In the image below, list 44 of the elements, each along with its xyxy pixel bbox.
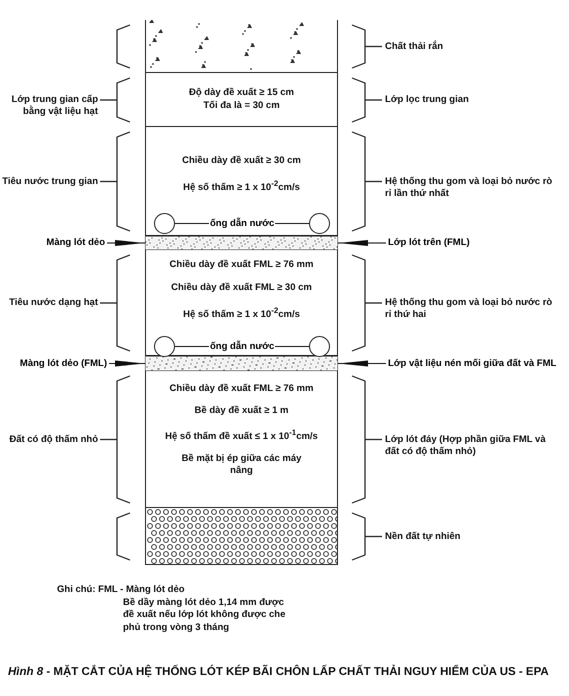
layer-label: Chất thải rắn xyxy=(385,40,444,53)
layer-text: Chiều dày đề xuất ≥ 30 cm xyxy=(182,155,301,166)
layer-label: Lớp trung gian cấp bằng vật liệu hạt xyxy=(10,94,98,119)
soil-layer xyxy=(145,508,338,565)
layer-label: Màng lót dẻo (FML) xyxy=(5,358,107,370)
layer-text: Chiều dày đề xuất FML ≥ 76 mm xyxy=(170,383,314,394)
pointer-arrow xyxy=(338,240,386,246)
layer-text: Bề dày đề xuất ≥ 1 m xyxy=(194,405,288,417)
layer-text: Độ dày đề xuất ≥ 15 cm xyxy=(188,87,294,98)
note-text: Bề dầy màng lót dẻo 1,14 mm được đề xuất nếu lớp lót không được che phủ trong vòng 3 tháng xyxy=(123,597,286,634)
layer-text: Chiều dày đề xuất FML ≥ 76 mm xyxy=(170,259,314,270)
liner-band xyxy=(145,236,338,250)
layer-label: Đất có độ thấm nhỏ xyxy=(8,434,98,446)
pipe-circle xyxy=(154,213,175,234)
layer-label: Hệ thống thu gom và loại bỏ nước rò rỉ thứ hai xyxy=(385,297,554,322)
layer-label: Nền đất tự nhiên xyxy=(385,530,462,543)
pipe-circle xyxy=(309,213,330,234)
pointer-arrow xyxy=(109,360,145,366)
note-text: Ghi chú: FML - Màng lót dẻo xyxy=(57,584,185,596)
pointer-arrow xyxy=(107,240,145,246)
layer-label: Hệ thống thu gom và loại bỏ nước rò rỉ lần thứ nhất xyxy=(385,176,554,200)
layer-text: Hệ số thấm ≥ 1 x 10$^{-2}$cm/s xyxy=(183,306,300,320)
layer-text: Tối đa là = 30 cm xyxy=(203,100,280,112)
soil-layer xyxy=(145,20,338,73)
pipe-circle xyxy=(154,336,175,357)
layer-label: Lớp lọc trung gian xyxy=(385,94,470,106)
liner-band xyxy=(145,356,338,371)
layer-label: Lớp lót trên (FML) xyxy=(388,237,558,249)
edge-label: ống dẫn nước xyxy=(209,341,276,352)
figure-caption: Hình 8 - MẶT CẮT CỦA HỆ THỐNG LÓT KÉP BÃI CHÔN LẤP CHẤT THẢI NGUY HIỂM CỦA US - EPA xyxy=(8,666,549,678)
layer-label: Màng lót dẻo xyxy=(20,237,105,249)
layer-label: Tiêu nước dạng hạt xyxy=(8,297,98,310)
layer-text: Hệ số thấm ≥ 1 x 10$^{-2}$cm/s xyxy=(183,179,300,194)
layer-label: Tiêu nước trung gian xyxy=(2,176,98,188)
layer-label: Lớp vật liệu nén mối giữa đất và FML xyxy=(388,358,566,370)
pipe-circle xyxy=(309,336,330,357)
pointer-arrow xyxy=(338,360,386,366)
layer-label: Lớp lót đáy (Hợp phần giữa FML và đất có độ thấm nhỏ) xyxy=(385,434,547,458)
layer-text: Hệ số thấm đề xuất ≤ 1 x 10$^{-1}$cm/s xyxy=(165,428,318,442)
soil-layer xyxy=(145,73,338,127)
layer-text: Chiều dày đề xuất FML ≥ 30 cm xyxy=(171,282,312,294)
edge-label: ống dẫn nước xyxy=(209,218,276,229)
layer-text: Bề mặt bị ép giữa các máy nâng xyxy=(180,453,302,476)
soil-layer xyxy=(145,371,338,508)
